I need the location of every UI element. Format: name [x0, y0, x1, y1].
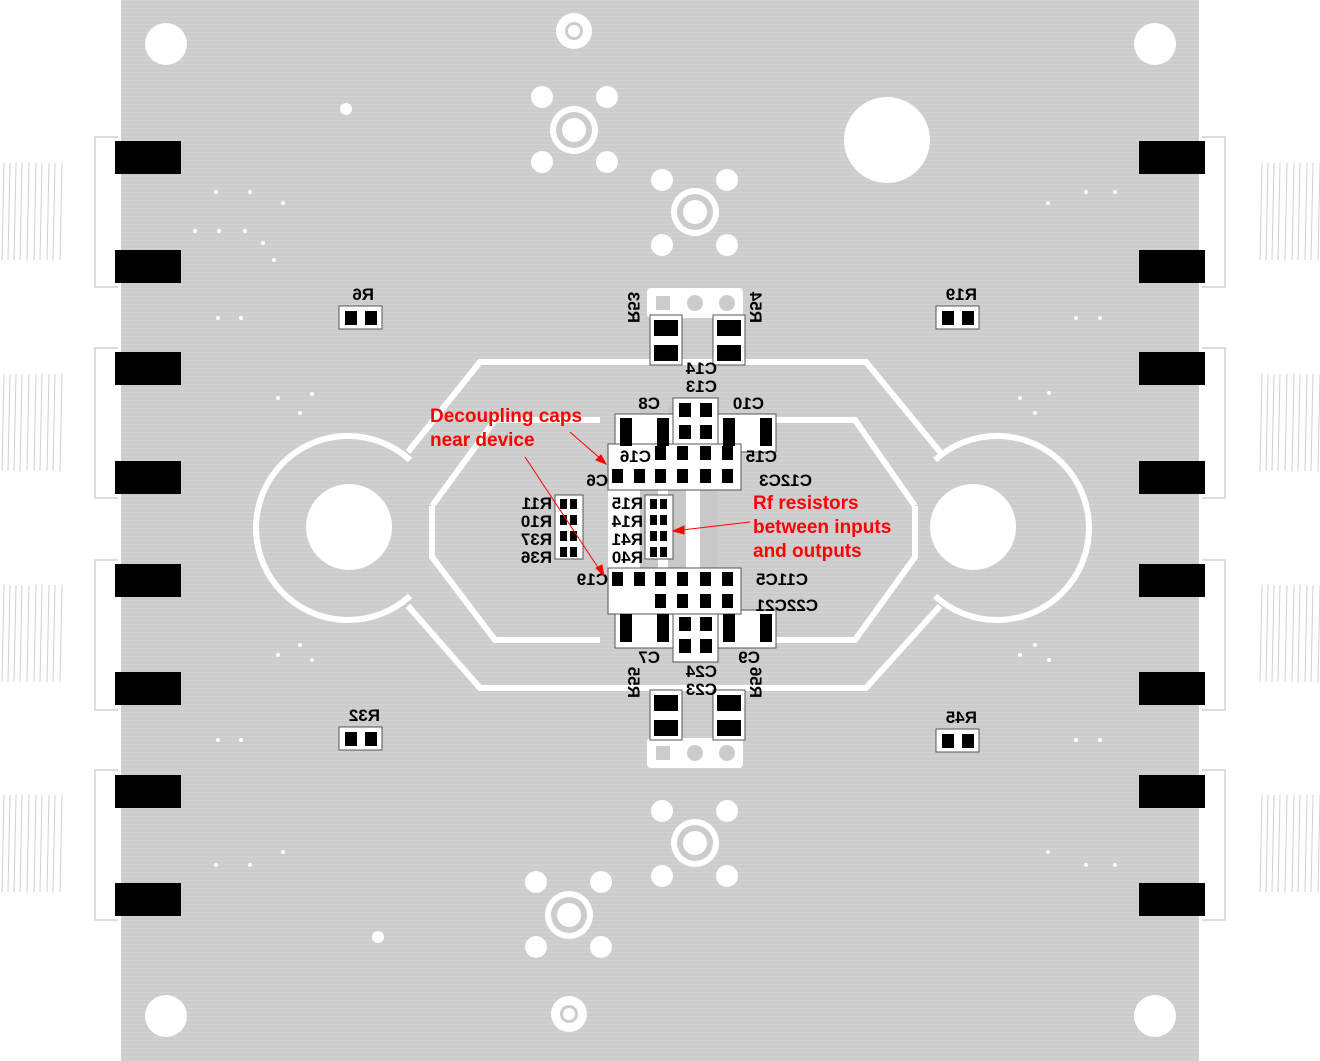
- decoupling-note-line2: near device: [430, 430, 535, 451]
- label-r15: R15: [612, 494, 643, 513]
- label-c14: C14: [685, 359, 717, 378]
- label-c8: C8: [638, 394, 660, 413]
- label-c13: C13: [686, 377, 717, 396]
- label-c19: C19: [577, 570, 608, 589]
- silkscreen-labels: R6 R19 R32 R45 R53 R54 R55 R56 C14 C13 C…: [349, 285, 977, 727]
- label-c12c3: C12C3: [759, 471, 812, 490]
- label-c24: C24: [685, 662, 717, 681]
- label-r19: R19: [946, 285, 977, 304]
- edge-pads: [115, 141, 1205, 916]
- label-c15: C15: [746, 447, 777, 466]
- mounting-holes: [145, 23, 1176, 1037]
- label-c23: C23: [686, 680, 717, 699]
- label-r41: R41: [612, 530, 643, 549]
- rf-note-line1: Rf resistors: [753, 493, 859, 514]
- decoupling-note-line1: Decoupling caps: [430, 406, 582, 427]
- label-c10: C10: [733, 394, 764, 413]
- label-c6: C6: [586, 471, 608, 490]
- edge-connectors: [94, 136, 1226, 921]
- label-r56: R56: [746, 667, 765, 698]
- annotation-rf-resistors: Rf resistors between inputs and outputs: [671, 493, 891, 562]
- annotation-decoupling: Decoupling caps near device: [430, 406, 608, 578]
- label-c16: C16: [620, 447, 651, 466]
- label-r45: R45: [946, 708, 977, 727]
- label-c9: C9: [738, 648, 760, 667]
- stitching-vias: [193, 190, 1117, 867]
- component-pads: [338, 305, 980, 753]
- via-clusters: [525, 13, 738, 1032]
- label-r54: R54: [746, 291, 765, 323]
- label-r32: R32: [349, 706, 380, 725]
- label-r10: R10: [521, 512, 552, 531]
- label-r55: R55: [624, 667, 643, 698]
- label-c22c21: C22C21: [756, 596, 818, 615]
- label-r53: R53: [624, 292, 643, 323]
- rf-note-line3: and outputs: [753, 541, 862, 562]
- rf-note-line2: between inputs: [753, 517, 891, 538]
- label-r11: R11: [522, 494, 552, 513]
- banana-jack-holes: [306, 484, 1016, 570]
- label-r37: R37: [521, 530, 552, 549]
- label-r6: R6: [352, 285, 374, 304]
- connector-hatching: [1, 162, 1320, 893]
- label-r36: R36: [521, 548, 552, 567]
- label-r40: R40: [612, 548, 643, 567]
- label-r14: R14: [611, 512, 643, 531]
- label-c7: C7: [638, 648, 660, 667]
- label-c11c5: C11C5: [756, 570, 808, 589]
